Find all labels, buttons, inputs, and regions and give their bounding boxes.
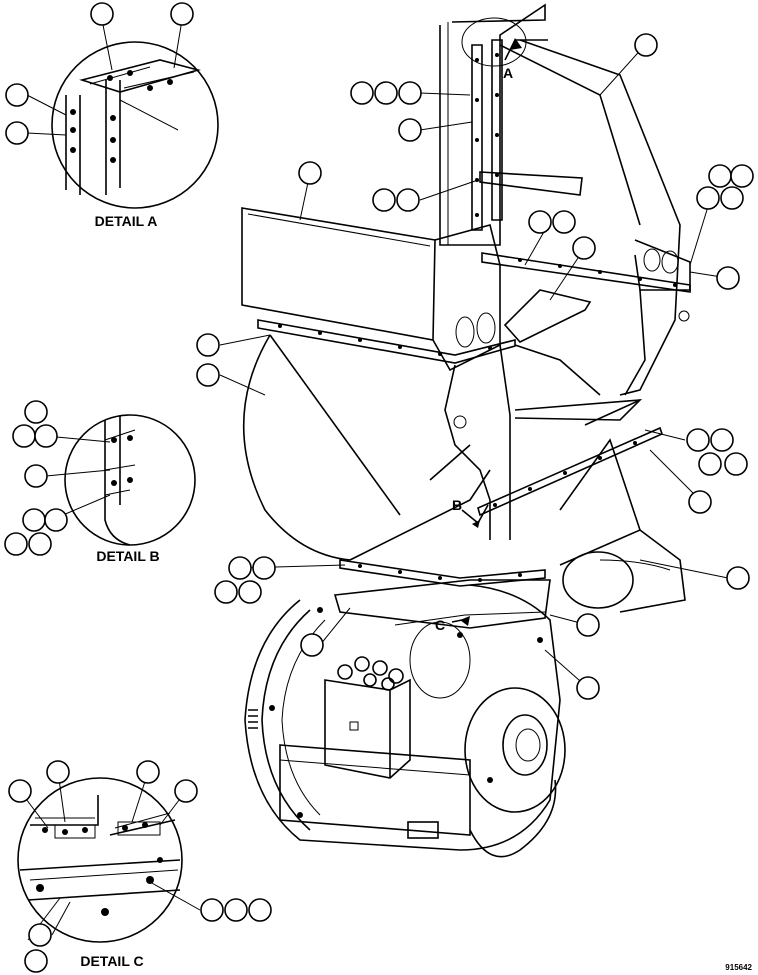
detail-c-view: DETAIL C <box>8 760 272 973</box>
detail-b-view: DETAIL B <box>4 400 196 564</box>
upper-duct-assembly <box>439 3 691 396</box>
front-duct-assembly <box>241 207 686 613</box>
detail-b-caption: DETAIL B <box>96 548 159 564</box>
view-letters: A B C <box>435 38 548 633</box>
view-letter-b: B <box>452 497 462 513</box>
figure-number: 915642 <box>725 963 752 972</box>
detail-a-view: DETAIL A <box>5 2 219 229</box>
leader-lines <box>219 44 729 689</box>
detail-a-caption: DETAIL A <box>95 213 158 229</box>
view-letter-c: C <box>435 617 445 633</box>
item-balloons <box>196 33 754 700</box>
detail-c-caption: DETAIL C <box>80 953 143 969</box>
generator-body <box>244 579 566 858</box>
view-letter-a: A <box>503 65 513 81</box>
